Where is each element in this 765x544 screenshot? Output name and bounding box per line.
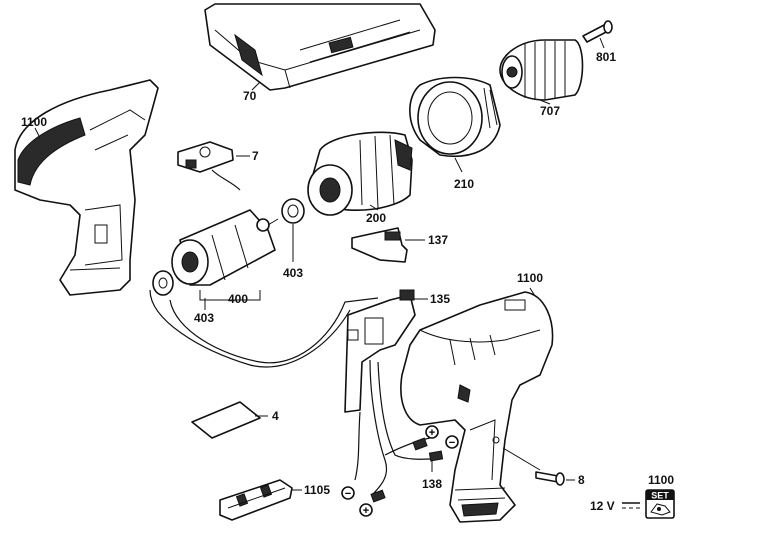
plus-symbol-bottom: + <box>359 503 373 517</box>
svg-text:+: + <box>363 505 369 517</box>
label-7: 7 <box>252 149 259 163</box>
dc-symbol-icon <box>622 502 640 509</box>
set-badge-text: SET <box>651 491 669 501</box>
right-housing-part <box>400 291 554 523</box>
label-1100-left: 1100 <box>21 115 47 129</box>
plus-symbol-top: + <box>425 425 439 439</box>
washer-403-bottom-part <box>152 270 174 296</box>
switch-7-part <box>177 141 241 191</box>
set-badge-icon: SET <box>645 489 675 519</box>
label-1105: 1105 <box>304 483 330 497</box>
label-210: 210 <box>454 177 474 191</box>
gearbox-200-part <box>307 131 413 216</box>
minus-symbol-left: − <box>341 486 355 500</box>
minus-symbol-right: − <box>445 435 459 449</box>
switch-135-part <box>344 289 416 413</box>
carrying-case-part <box>204 3 436 91</box>
wires-138-part <box>354 359 444 503</box>
svg-text:−: − <box>345 488 351 500</box>
label-707: 707 <box>540 104 560 118</box>
screw-8-part <box>535 471 565 486</box>
left-housing-part <box>14 79 159 296</box>
chuck-707-part <box>499 39 584 101</box>
contact-1105-part <box>219 479 293 521</box>
label-1100-right: 1100 <box>517 271 543 285</box>
screw-801-part <box>582 20 613 43</box>
label-400: 400 <box>228 292 248 306</box>
label-200: 200 <box>366 211 386 225</box>
svg-text:−: − <box>449 437 455 449</box>
label-8: 8 <box>578 473 585 487</box>
svg-text:+: + <box>429 427 435 439</box>
slide-137-part <box>351 227 408 263</box>
motor-400-part <box>171 209 279 286</box>
voltage-label: 12 V <box>590 499 615 513</box>
label-137: 137 <box>428 233 448 247</box>
label-plate-4-part <box>191 401 261 439</box>
washer-403-top-part <box>281 198 305 224</box>
label-70: 70 <box>243 89 257 103</box>
label-4: 4 <box>272 409 279 423</box>
label-403-bottom: 403 <box>194 311 214 325</box>
label-138: 138 <box>422 477 442 491</box>
label-801: 801 <box>596 50 616 64</box>
label-1100-set: 1100 <box>648 473 674 487</box>
gear-cover-210-part <box>409 76 501 157</box>
label-135: 135 <box>430 292 450 306</box>
label-403-top: 403 <box>283 266 303 280</box>
